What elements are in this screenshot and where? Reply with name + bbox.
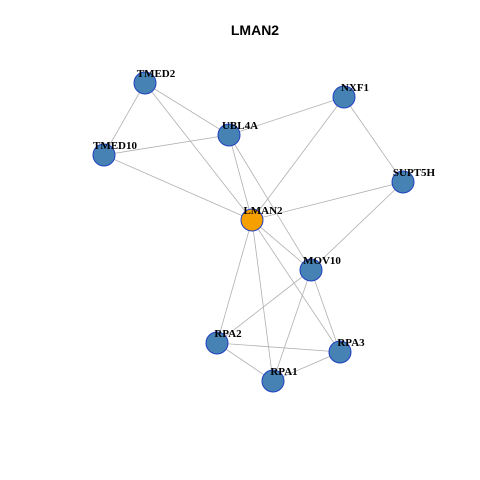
node-label-tmed2: TMED2 <box>137 68 176 80</box>
node-label-rpa1: RPA1 <box>270 366 297 378</box>
edge-supt5h-mov10 <box>310 181 404 271</box>
node-tmed10 <box>92 143 116 167</box>
node-mov10 <box>299 258 323 282</box>
node-label-ubl4a: UBL4A <box>222 120 258 132</box>
edge-nxf1-supt5h <box>343 96 404 183</box>
edge-ubl4a-nxf1 <box>228 96 345 136</box>
edge-supt5h-lman2 <box>251 181 404 221</box>
edge-mov10-rpa2 <box>216 269 312 344</box>
node-supt5h <box>391 170 415 194</box>
edge-tmed10-lman2 <box>103 154 253 221</box>
node-rpa3 <box>328 340 352 364</box>
node-ubl4a <box>217 123 241 147</box>
edge-layer <box>103 82 404 382</box>
node-layer <box>92 71 415 393</box>
edge-ubl4a-mov10 <box>228 134 312 271</box>
graph-title: LMAN2 <box>231 22 279 38</box>
node-label-mov10: MOV10 <box>303 255 341 267</box>
node-rpa1 <box>261 369 285 393</box>
edge-nxf1-lman2 <box>251 96 345 221</box>
edge-rpa1-rpa3 <box>272 351 341 382</box>
edge-tmed2-lman2 <box>144 82 253 221</box>
edge-ubl4a-lman2 <box>228 134 253 221</box>
node-label-tmed10: TMED10 <box>93 140 138 152</box>
edge-lman2-mov10 <box>251 219 312 271</box>
node-label-lman2: LMAN2 <box>243 205 283 217</box>
edge-mov10-rpa1 <box>272 269 312 382</box>
edge-mov10-rpa3 <box>310 269 341 353</box>
edge-tmed2-tmed10 <box>103 82 146 156</box>
node-label-rpa2: RPA2 <box>214 328 242 340</box>
node-tmed2 <box>133 71 157 95</box>
node-lman2 <box>240 208 264 232</box>
edge-rpa2-rpa3 <box>216 342 341 353</box>
node-label-rpa3: RPA3 <box>337 337 365 349</box>
edge-tmed10-ubl4a <box>103 134 230 156</box>
edge-lman2-rpa1 <box>251 219 274 382</box>
node-label-nxf1: NXF1 <box>341 82 369 94</box>
node-label-supt5h: SUPT5H <box>393 167 436 179</box>
node-rpa2 <box>205 331 229 355</box>
edge-lman2-rpa3 <box>251 219 341 353</box>
edge-lman2-rpa2 <box>216 219 253 344</box>
node-nxf1 <box>332 85 356 109</box>
edge-tmed2-ubl4a <box>144 82 230 136</box>
